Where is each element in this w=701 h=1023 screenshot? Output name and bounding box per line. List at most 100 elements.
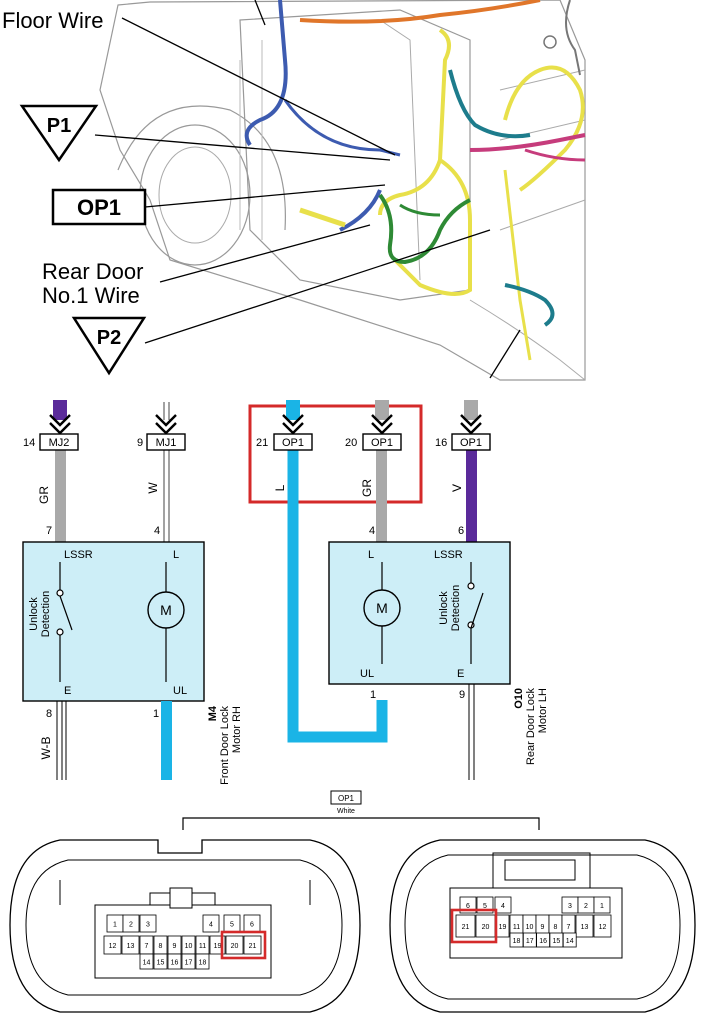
connector-face-color: White — [337, 808, 355, 815]
pin-number: 9 — [173, 943, 177, 950]
svg-text:M4: M4 — [207, 705, 219, 721]
pin-number: 7 — [567, 924, 571, 931]
pin-number: 11 — [513, 924, 520, 931]
pin-cell — [139, 914, 157, 933]
svg-text:9: 9 — [137, 437, 143, 449]
pin-number: 5 — [230, 922, 234, 929]
pin-number: 16 — [539, 938, 547, 945]
wire-gr-mj2 — [55, 450, 66, 542]
svg-text:L: L — [173, 549, 179, 561]
wire-l-blue — [287, 448, 388, 743]
svg-text:MJ2: MJ2 — [49, 437, 70, 449]
vehicle-illustration — [94, 0, 586, 381]
svg-text:UL: UL — [173, 685, 187, 697]
pin-number: 19 — [214, 943, 222, 950]
pin-number: 6 — [466, 903, 470, 910]
pin-cell — [593, 896, 611, 914]
pin-number: 20 — [231, 943, 239, 950]
pin-number: 14 — [143, 960, 151, 967]
m4-switch-label-1: Unlock — [28, 597, 40, 631]
wire-label-gr-2: GR — [360, 479, 374, 497]
pin-cell — [195, 953, 210, 970]
svg-text:4: 4 — [369, 525, 375, 537]
pin-number: 4 — [501, 903, 505, 910]
pin-number: 10 — [185, 943, 193, 950]
pin-number: 3 — [568, 903, 572, 910]
pin-cell — [575, 914, 594, 938]
connector-op1-20: 20 OP1 — [345, 433, 402, 451]
p2-label: P2 — [97, 327, 121, 349]
pin-number: 8 — [159, 943, 163, 950]
pin-number: 15 — [157, 960, 165, 967]
pin-cell — [181, 953, 196, 970]
p2-marker: P2 — [71, 316, 147, 376]
svg-text:9: 9 — [459, 689, 465, 701]
wire-label-gr-1: GR — [37, 486, 51, 504]
wire-v-violet — [466, 450, 477, 542]
pin-number: 12 — [599, 924, 607, 931]
pin-cell — [103, 935, 122, 955]
svg-text:Motor RH: Motor RH — [231, 706, 243, 753]
wire-label-wb: W-B — [39, 736, 53, 759]
connector-op1-21: 21 OP1 — [256, 433, 313, 451]
svg-text:7: 7 — [46, 525, 52, 537]
svg-text:6: 6 — [458, 525, 464, 537]
wire-label-w: W — [146, 482, 160, 494]
pin-number: 14 — [566, 938, 574, 945]
wire-label-v: V — [450, 484, 464, 492]
svg-text:OP1: OP1 — [282, 437, 304, 449]
svg-text:OP1: OP1 — [460, 437, 482, 449]
pin-number: 18 — [513, 938, 521, 945]
pin-cell — [153, 953, 168, 970]
svg-text:LSSR: LSSR — [64, 549, 93, 561]
svg-text:E: E — [457, 668, 464, 680]
pin-cell — [455, 914, 476, 938]
pin-number: 19 — [499, 924, 507, 931]
pin-cell — [167, 953, 182, 970]
o10-switch-label-1: Unlock — [438, 591, 450, 625]
pin-cell — [225, 935, 244, 955]
component-o10-rear-door-lock-motor-lh: 4 6 L LSSR UL E M Unlock Detection 1 9 — [328, 525, 549, 780]
pin-number: 15 — [553, 938, 561, 945]
svg-text:O10: O10 — [513, 688, 525, 709]
p1-marker: P1 — [19, 104, 99, 163]
pin-number: 17 — [185, 960, 193, 967]
rear-door-wire-label-line1: Rear Door — [42, 259, 143, 284]
svg-text:1: 1 — [370, 689, 376, 701]
pin-number: 11 — [199, 943, 206, 950]
svg-text:M: M — [160, 602, 172, 618]
connector-op1-16: 16 OP1 — [435, 433, 491, 451]
floor-wire-label: Floor Wire — [2, 8, 103, 33]
op1-label: OP1 — [77, 195, 121, 220]
pin-number: 2 — [129, 922, 133, 929]
pin-number: 5 — [483, 903, 487, 910]
wire-label-l: L — [273, 484, 287, 491]
pin-number: 9 — [541, 924, 545, 931]
pin-number: 13 — [581, 924, 589, 931]
svg-text:UL: UL — [360, 668, 374, 680]
svg-text:20: 20 — [345, 437, 357, 449]
pin-number: 1 — [113, 922, 117, 929]
o10-switch-label-2: Detection — [450, 585, 462, 631]
svg-text:4: 4 — [154, 525, 160, 537]
pin-number: 20 — [482, 924, 490, 931]
pin-number: 7 — [145, 943, 149, 950]
connector-mj2-14: 14 MJ2 — [23, 433, 79, 451]
pin-number: 21 — [249, 943, 257, 950]
pin-cell — [562, 932, 577, 948]
pin-number: 21 — [462, 924, 470, 931]
pin-number: 16 — [171, 960, 179, 967]
pin-number: 2 — [584, 903, 588, 910]
pin-cell — [122, 914, 140, 933]
pin-number: 6 — [250, 922, 254, 929]
svg-text:Front Door Lock: Front Door Lock — [219, 706, 231, 785]
connector-face-title: OP1 — [338, 794, 355, 803]
svg-text:M: M — [376, 600, 388, 616]
svg-text:1: 1 — [153, 708, 159, 720]
pin-cell — [121, 935, 140, 955]
svg-text:Rear Door Lock: Rear Door Lock — [525, 688, 537, 766]
